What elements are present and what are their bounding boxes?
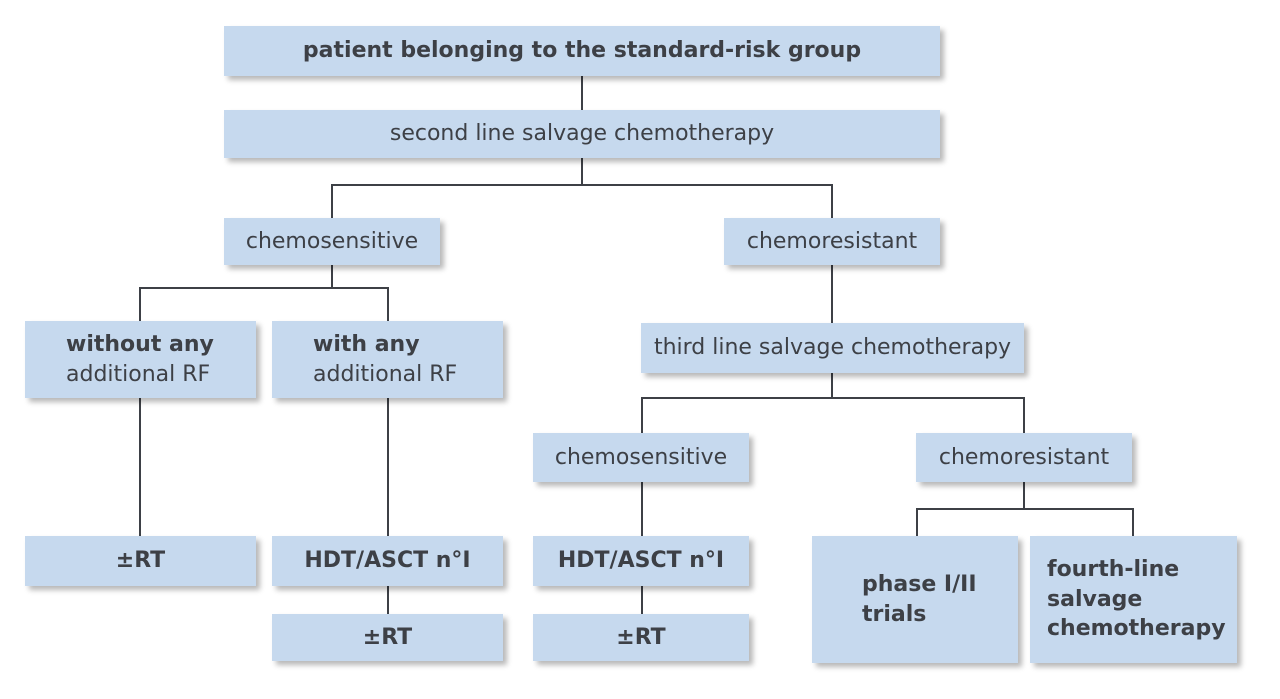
connector — [1023, 482, 1025, 508]
connector — [581, 158, 583, 184]
node-fourth-line-line3: chemotherapy — [1047, 616, 1226, 642]
node-chemosensitive-2: chemosensitive — [533, 433, 749, 482]
node-chemoresistant-1: chemoresistant — [724, 218, 940, 265]
connector — [331, 184, 333, 218]
node-rt-a: ±RT — [25, 536, 256, 586]
connector — [831, 373, 833, 397]
connector — [916, 508, 918, 536]
connector — [139, 287, 141, 321]
connector — [331, 265, 333, 287]
connector — [641, 397, 643, 433]
node-hdt-1: HDT/ASCT n°I — [272, 536, 503, 586]
connector — [387, 398, 389, 536]
node-without-rf-line2: additional RF — [66, 361, 211, 387]
node-without-rf-line1: without any — [66, 331, 214, 357]
connector — [831, 184, 833, 218]
connector — [641, 482, 643, 536]
connector — [387, 287, 389, 321]
connector — [387, 586, 389, 614]
node-phase-trials: phase I/II trials — [812, 536, 1018, 663]
node-without-rf: without any additional RF — [25, 321, 256, 398]
node-fourth-line: fourth-line salvage chemotherapy — [1030, 536, 1237, 663]
node-with-rf-line2: additional RF — [313, 361, 458, 387]
node-with-rf: with any additional RF — [272, 321, 503, 398]
connector — [581, 76, 583, 110]
connector — [641, 397, 1025, 399]
node-third-line: third line salvage chemotherapy — [641, 323, 1024, 373]
node-second-line: second line salvage chemotherapy — [224, 110, 940, 158]
connector — [331, 184, 833, 186]
connector — [641, 586, 643, 614]
node-phase-trials-line2: trials — [862, 601, 927, 627]
node-rt-c: ±RT — [533, 614, 749, 661]
connector — [831, 265, 833, 323]
node-phase-trials-line1: phase I/II — [862, 571, 977, 597]
connector — [916, 508, 1134, 510]
node-root: patient belonging to the standard-risk g… — [224, 26, 940, 76]
connector — [1132, 508, 1134, 536]
node-fourth-line-line2: salvage — [1047, 586, 1143, 612]
node-rt-b: ±RT — [272, 614, 503, 661]
node-chemoresistant-2: chemoresistant — [916, 433, 1132, 482]
node-with-rf-line1: with any — [313, 331, 420, 357]
connector — [139, 398, 141, 536]
node-fourth-line-line1: fourth-line — [1047, 556, 1180, 582]
node-hdt-2: HDT/ASCT n°I — [533, 536, 749, 586]
node-chemosensitive-1: chemosensitive — [224, 218, 440, 265]
connector — [1023, 397, 1025, 433]
connector — [139, 287, 389, 289]
